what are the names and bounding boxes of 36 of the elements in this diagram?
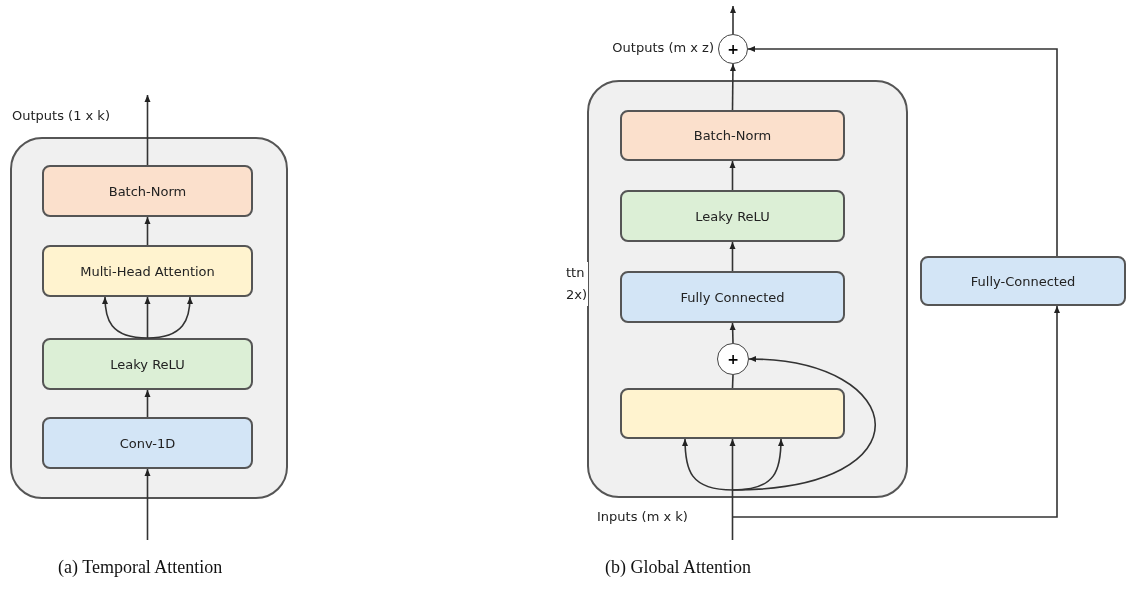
io-label: Outputs (m x z) <box>612 40 714 55</box>
arrow <box>729 438 736 541</box>
arrow <box>729 63 736 111</box>
cropped-label: ttn 2x) <box>566 262 588 306</box>
figure-caption: (a) Temporal Attention <box>58 557 223 578</box>
layer-box: Batch-Norm <box>620 110 845 161</box>
arrow <box>682 438 734 491</box>
layer-box: Multi-Head Attention <box>42 245 253 297</box>
layer-box: Conv-1D <box>42 417 253 469</box>
arrow <box>747 46 1058 257</box>
arrow <box>144 389 151 418</box>
arrow <box>729 322 736 344</box>
arrow <box>732 305 1060 518</box>
arrow <box>144 468 151 541</box>
sum-node: + <box>718 34 748 64</box>
module-panel <box>587 80 908 498</box>
arrow <box>730 5 736 35</box>
arrow <box>729 241 736 272</box>
module-panel <box>10 137 288 499</box>
io-label: Inputs (m x k) <box>597 509 688 524</box>
arrow <box>144 216 151 246</box>
arrow <box>102 296 149 339</box>
arrow <box>732 356 877 491</box>
layer-box: Leaky ReLU <box>620 190 845 242</box>
arrow <box>729 160 736 191</box>
sum-node: + <box>717 343 749 375</box>
arrow <box>146 296 193 339</box>
layer-box <box>620 388 845 439</box>
io-label: Outputs (1 x k) <box>12 108 110 123</box>
layer-box: Fully Connected <box>620 271 845 323</box>
arrow <box>144 94 151 166</box>
arrow <box>144 296 151 339</box>
layer-box: Leaky ReLU <box>42 338 253 390</box>
figure-caption: (b) Global Attention <box>605 557 751 578</box>
layer-box: Fully-Connected <box>920 256 1126 306</box>
layer-box: Batch-Norm <box>42 165 253 217</box>
